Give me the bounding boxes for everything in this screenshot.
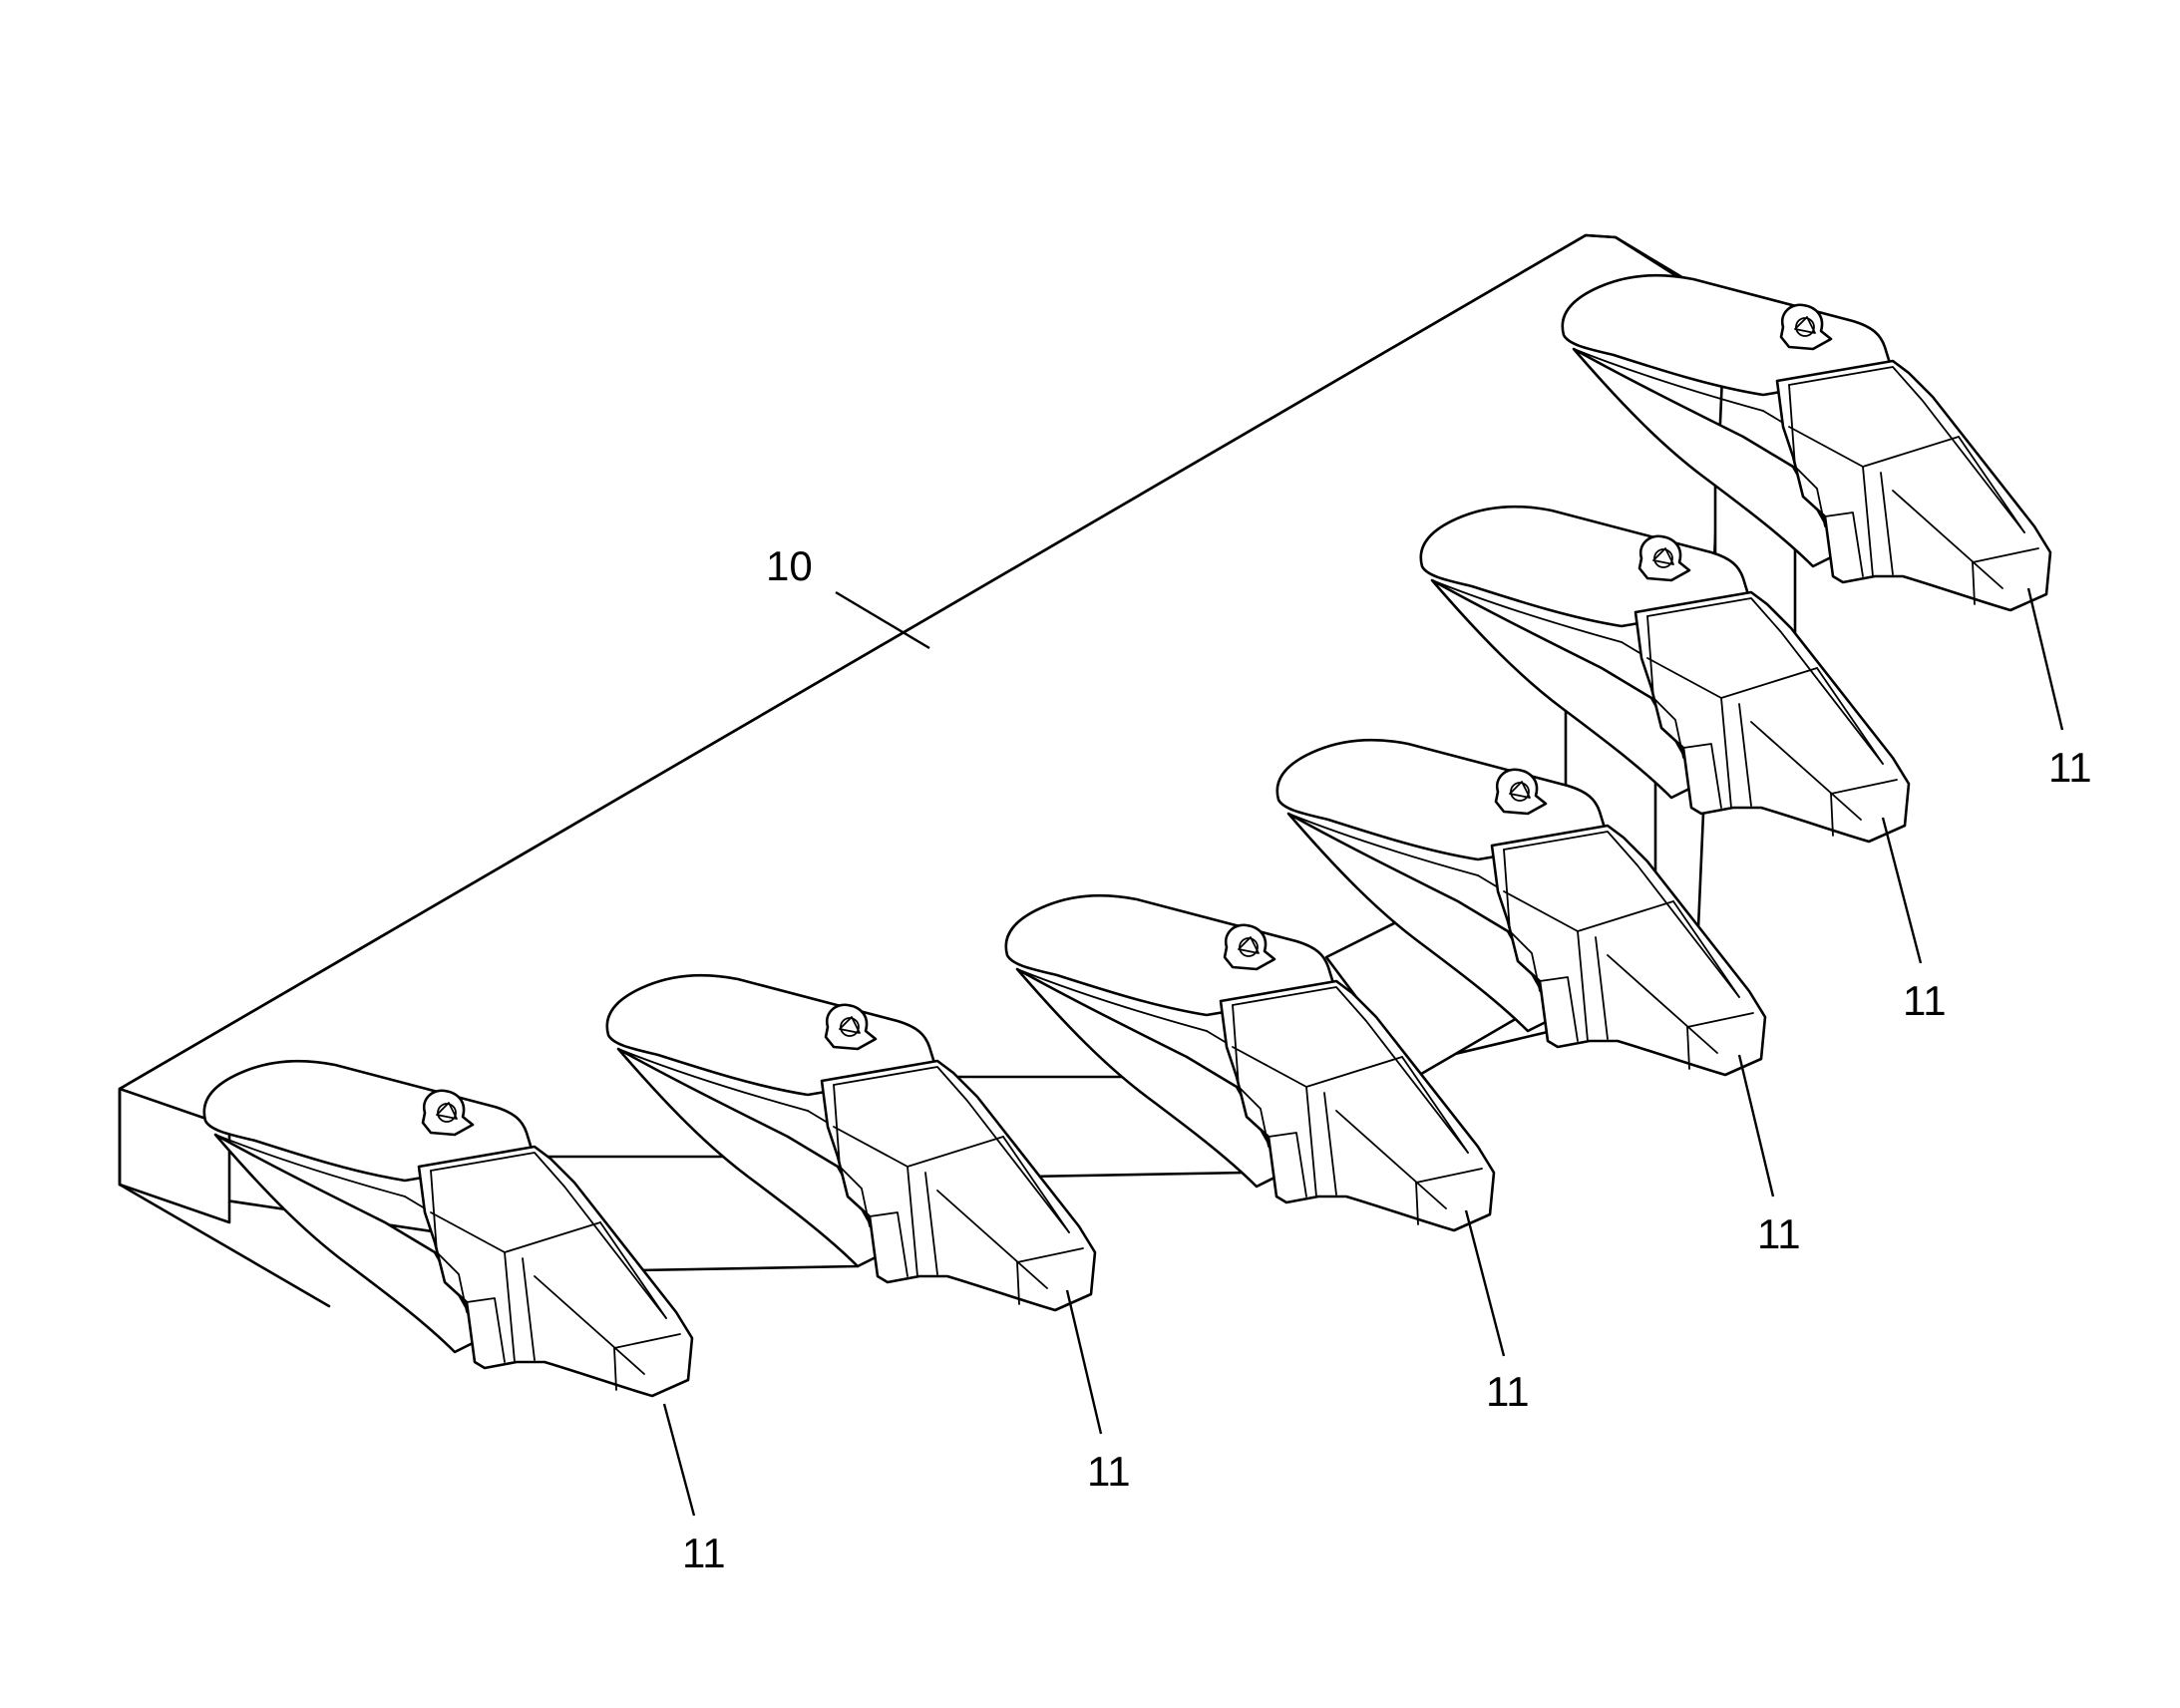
leader-tooth-2 [1065,1289,1103,1435]
leader-tooth-6 [2026,587,2064,731]
leader-tooth-1 [662,1403,696,1517]
callout-tooth-2: 11 [1087,1448,1131,1495]
leader-blade [835,590,930,650]
leader-tooth-5 [1881,817,1923,964]
callout-blade: 10 [766,542,813,589]
callout-tooth-5: 11 [1903,977,1947,1024]
leader-tooth-4 [1737,1054,1775,1197]
callout-tooth-3: 11 [1486,1368,1530,1415]
callout-tooth-1: 11 [682,1530,726,1576]
callout-tooth-4: 11 [1757,1210,1801,1257]
callout-tooth-6: 11 [2048,744,2092,791]
leader-tooth-3 [1464,1209,1506,1357]
